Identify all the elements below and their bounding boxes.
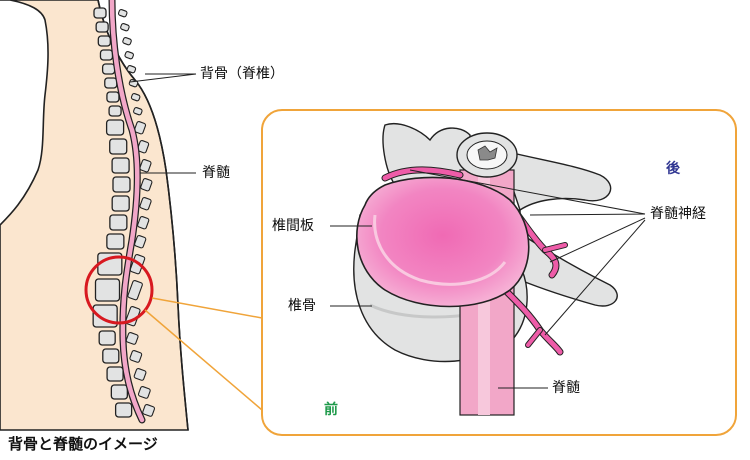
vertebra-body [93,7,107,19]
vertebra-process [136,140,150,154]
vertebra-body [97,35,111,47]
vertebra-body [112,176,131,193]
vertebra-body [111,195,130,212]
vertebra-process [120,23,130,32]
vertebra-process [139,159,152,173]
direction-back: 後 [666,161,680,177]
label-nerves: 脊髄神経 [650,206,706,222]
vertebra-process [133,121,147,135]
vertebra-process [124,51,134,60]
nerve-leader-2 [529,213,646,216]
vertebra-process [126,65,137,74]
vertebra-body [109,214,128,231]
vertebra-process [134,235,147,249]
body-back-outline [97,0,189,431]
vertebra-process [133,107,143,116]
vertebra-process [127,280,143,301]
vertebra-process [140,178,153,192]
label-spinal-cord-left: 脊髄 [202,165,230,181]
vertebra-process [122,37,132,46]
vertebra-process [133,368,147,381]
nerve-leader-3 [549,217,646,263]
vertebra-process [137,216,150,230]
vertebra-process [139,197,152,211]
body-silhouette [0,0,189,431]
vertebra-body [104,77,118,89]
vertebra-process [129,350,143,363]
spine-leader-2 [129,73,197,83]
vertebra-body [105,119,125,136]
label-spine: 背骨（脊椎） [200,66,284,82]
vertebra-body [95,21,109,33]
vertebra-process [117,9,128,18]
nerve-leader-4 [544,219,646,336]
vertebra-process [125,332,139,345]
vertebra-body [94,278,121,302]
zoom-connector-bottom [144,309,263,411]
vertebra-body [109,138,128,155]
vertebra-process [137,386,151,399]
label-disc: 椎間板 [272,218,314,234]
intervertebral-disc [356,176,530,308]
vertebra-body [102,348,120,364]
vertebra-body [106,366,124,382]
vertebra-body [98,330,116,346]
direction-front: 前 [324,402,338,418]
vertebra-body [110,384,128,400]
vertebra-body [106,233,125,250]
vertebra-body [114,402,133,418]
vertebra-body [111,157,130,174]
vertebra-process [130,93,141,102]
figure-caption: 背骨と脊髄のイメージ [8,435,158,453]
lumbar-highlight-circle [84,255,154,325]
vertebra-body [101,63,116,75]
vertebra-body [108,105,122,117]
nerve-leader-1 [409,169,646,215]
label-spinal-cord-right: 脊髄 [552,380,580,396]
vertebra-process [142,404,156,417]
zoom-connector-top [151,297,263,319]
vertebra-body [99,49,114,61]
vertebra-body [106,91,120,103]
label-vertebra: 椎骨 [288,298,316,314]
